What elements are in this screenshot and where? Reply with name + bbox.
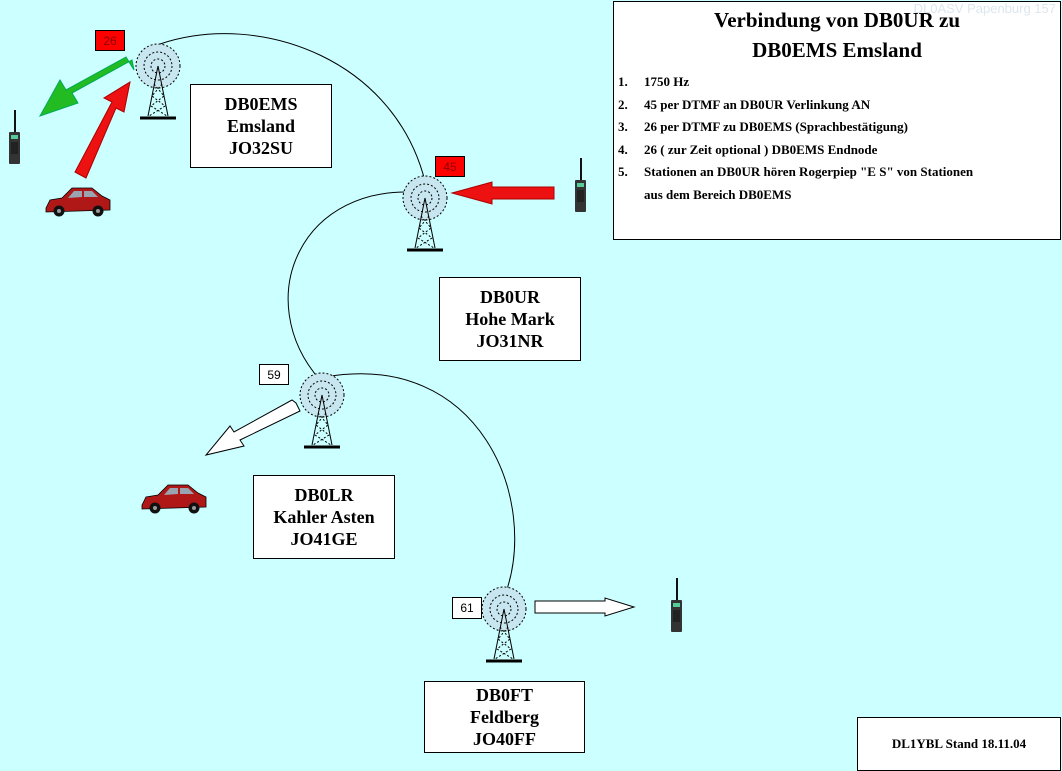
arrow-red-dtmf-45 bbox=[450, 181, 555, 205]
station-name: Kahler Asten bbox=[273, 507, 375, 527]
tower-icon-db0lr bbox=[298, 371, 346, 449]
station-label-db0ur: DB0UR Hohe Mark JO31NR bbox=[439, 277, 581, 361]
steps-list: 1.1750 Hz 2.45 per DTMF an DB0UR Verlink… bbox=[614, 71, 1060, 206]
station-call: DB0LR bbox=[294, 485, 354, 505]
station-call: DB0EMS bbox=[224, 94, 298, 114]
footer-credit: DL1YBL Stand 18.11.04 bbox=[857, 717, 1061, 771]
step-item: 4.26 ( zur Zeit optional ) DB0EMS Endnod… bbox=[618, 141, 878, 157]
station-locator: JO40FF bbox=[473, 729, 536, 749]
step-item-continuation: aus dem Bereich DB0EMS bbox=[644, 186, 792, 202]
step-item: 3.26 per DTMF zu DB0EMS (Sprachbestätigu… bbox=[618, 119, 908, 134]
station-label-db0ft: DB0FT Feldberg JO40FF bbox=[424, 681, 585, 753]
tower-icon-db0ur bbox=[401, 174, 449, 252]
station-name: Hohe Mark bbox=[465, 309, 555, 329]
handheld-radio-icon-1 bbox=[8, 109, 21, 165]
dtmf-code-db0ur: 45 bbox=[435, 156, 465, 177]
station-call: DB0UR bbox=[479, 287, 540, 307]
station-label-db0ems: DB0EMS Emsland JO32SU bbox=[190, 84, 332, 168]
link-arc-ems-ur bbox=[159, 33, 428, 191]
step-item: 2.45 per DTMF an DB0UR Verlinkung AN bbox=[618, 96, 871, 112]
watermark: DL0ASV Papenburg 157 bbox=[913, 1, 1056, 16]
handheld-radio-icon-3 bbox=[670, 577, 683, 633]
arrow-white-db0ft bbox=[534, 597, 636, 617]
tower-icon-db0ft bbox=[480, 585, 528, 663]
dtmf-code-db0ft: 61 bbox=[452, 597, 482, 619]
dtmf-code-db0lr: 59 bbox=[259, 364, 289, 385]
info-panel: DL0ASV Papenburg 157 Verbindung von DB0U… bbox=[613, 1, 1061, 240]
arrow-green-downlink bbox=[38, 56, 135, 117]
step-item: 5.Stationen an DB0UR hören Rogerpiep "E … bbox=[618, 164, 974, 179]
info-title-line1: Verbindung von DB0UR zu bbox=[713, 8, 961, 32]
car-icon-1 bbox=[45, 187, 111, 217]
station-label-db0lr: DB0LR Kahler Asten JO41GE bbox=[253, 475, 395, 559]
link-arc-lr-ft bbox=[324, 373, 516, 596]
info-title-line2: DB0EMS Emsland bbox=[752, 38, 922, 62]
station-name: Emsland bbox=[226, 116, 296, 136]
step-item: 1.1750 Hz bbox=[618, 74, 690, 89]
station-name: Feldberg bbox=[470, 707, 539, 727]
station-call: DB0FT bbox=[475, 685, 533, 705]
dtmf-code-db0ems: 26 bbox=[95, 30, 125, 51]
arrow-red-uplink bbox=[74, 80, 131, 179]
link-arc-ur-lr bbox=[287, 191, 426, 381]
station-locator: JO41GE bbox=[290, 529, 358, 549]
handheld-radio-icon-2 bbox=[574, 157, 587, 213]
station-locator: JO31NR bbox=[476, 331, 544, 351]
station-locator: JO32SU bbox=[228, 138, 293, 158]
car-icon-2 bbox=[141, 484, 207, 514]
tower-icon-db0ems bbox=[134, 42, 182, 120]
arrow-white-db0lr bbox=[204, 399, 301, 456]
